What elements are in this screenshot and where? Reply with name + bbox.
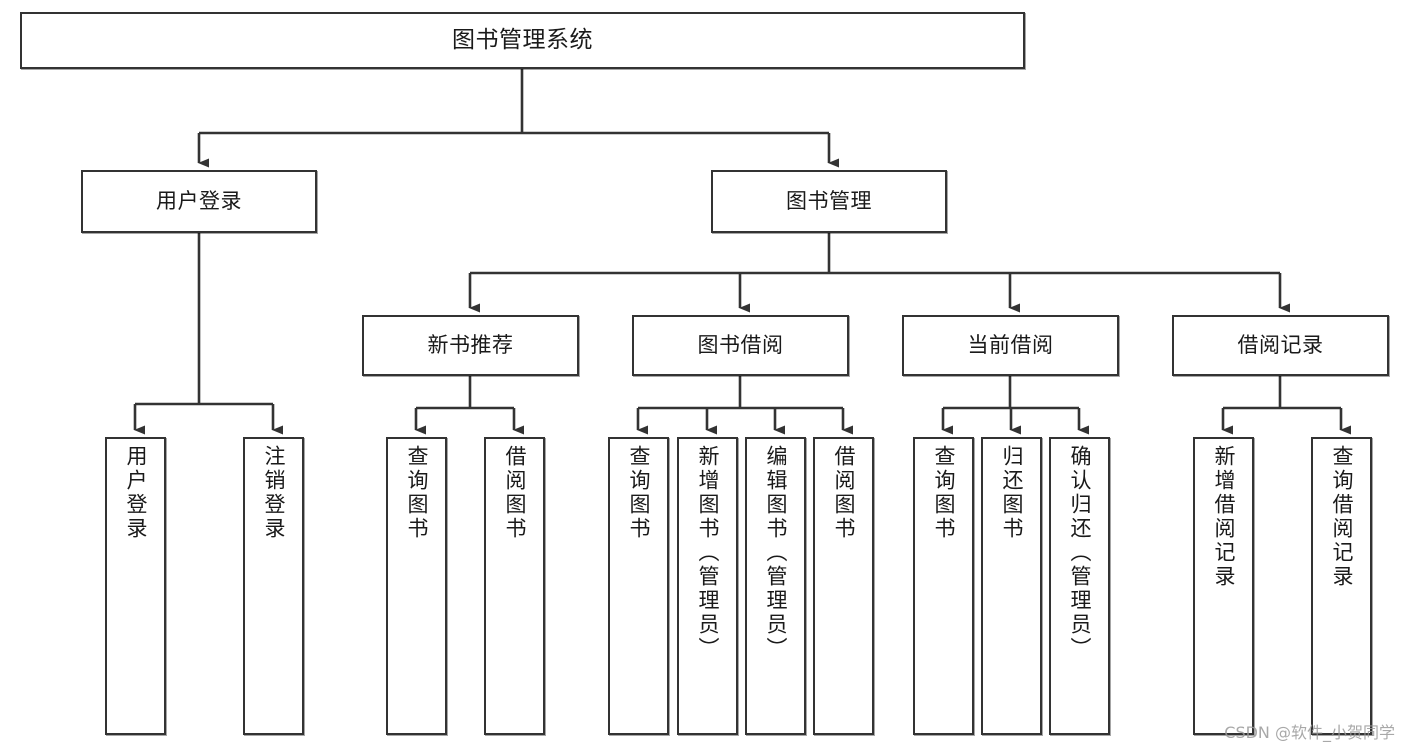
leaf-return-book-label: 归还图书	[1000, 445, 1024, 541]
leaf-query-borrow-record-label: 查询借阅记录	[1330, 445, 1354, 589]
leaf-query-book-current-label: 查询图书	[932, 445, 956, 541]
leaf-query-book-newbook-label: 查询图书	[405, 445, 429, 541]
node-root-system[interactable]: 图书管理系统	[20, 12, 1025, 69]
leaf-edit-book-admin[interactable]: 编辑图书（管理员）	[745, 437, 806, 735]
node-book-management-label: 图书管理	[786, 189, 872, 214]
leaf-query-book-borrow[interactable]: 查询图书	[608, 437, 669, 735]
node-book-borrow-label: 图书借阅	[697, 333, 784, 358]
leaf-borrow-book[interactable]: 借阅图书	[813, 437, 874, 735]
leaf-user-login-label: 用户登录	[124, 445, 148, 541]
leaf-return-book[interactable]: 归还图书	[981, 437, 1042, 735]
leaf-borrow-book-label: 借阅图书	[832, 445, 856, 541]
node-new-book-recommend-label: 新书推荐	[427, 333, 514, 358]
node-book-borrow[interactable]: 图书借阅	[632, 315, 849, 376]
leaf-logout[interactable]: 注销登录	[243, 437, 304, 735]
node-new-book-recommend[interactable]: 新书推荐	[362, 315, 579, 376]
node-user-login-label: 用户登录	[156, 189, 242, 214]
leaf-user-login[interactable]: 用户登录	[105, 437, 166, 735]
node-borrow-record-label: 借阅记录	[1237, 333, 1324, 358]
leaf-query-borrow-record[interactable]: 查询借阅记录	[1311, 437, 1372, 735]
leaf-edit-book-admin-label: 编辑图书（管理员）	[764, 445, 788, 661]
watermark-csdn: CSDN @软件_小贺同学	[1224, 723, 1395, 742]
leaf-add-book-admin-label: 新增图书（管理员）	[696, 445, 720, 661]
leaf-logout-label: 注销登录	[262, 445, 286, 541]
leaf-add-borrow-record[interactable]: 新增借阅记录	[1193, 437, 1254, 735]
leaf-confirm-return-admin[interactable]: 确认归还（管理员）	[1049, 437, 1110, 735]
node-book-management[interactable]: 图书管理	[711, 170, 947, 233]
node-current-borrow-label: 当前借阅	[967, 333, 1054, 358]
leaf-query-book-current[interactable]: 查询图书	[913, 437, 974, 735]
leaf-query-book-newbook[interactable]: 查询图书	[386, 437, 447, 735]
node-borrow-record[interactable]: 借阅记录	[1172, 315, 1389, 376]
leaf-borrow-book-newbook[interactable]: 借阅图书	[484, 437, 545, 735]
leaf-query-book-borrow-label: 查询图书	[627, 445, 651, 541]
node-current-borrow[interactable]: 当前借阅	[902, 315, 1119, 376]
leaf-borrow-book-newbook-label: 借阅图书	[503, 445, 527, 541]
leaf-confirm-return-admin-label: 确认归还（管理员）	[1068, 445, 1092, 661]
leaf-add-book-admin[interactable]: 新增图书（管理员）	[677, 437, 738, 735]
node-root-label: 图书管理系统	[452, 26, 593, 53]
node-user-login[interactable]: 用户登录	[81, 170, 317, 233]
leaf-add-borrow-record-label: 新增借阅记录	[1212, 445, 1236, 589]
